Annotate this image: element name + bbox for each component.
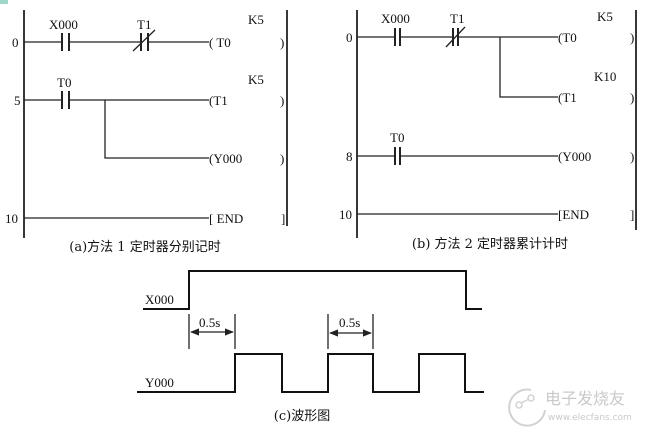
watermark-url: www.elecfans.com	[548, 413, 632, 423]
contact-x000-no	[394, 28, 401, 46]
end-instruction: [END	[558, 207, 589, 222]
contact-t0-no	[394, 147, 401, 165]
contact-label: T1	[450, 11, 464, 26]
y000-waveform	[137, 353, 484, 393]
coil-t1: (T1	[558, 90, 577, 105]
coil-close: )	[280, 93, 284, 108]
preset-k: K10	[594, 69, 616, 84]
corner-mark	[0, 0, 8, 4]
waveform-panel-c: X000 0.5s 0.5s Y000 (c)波形图	[137, 270, 484, 424]
signal-label-x000: X000	[145, 292, 174, 307]
watermark-brand: 电子发烧友	[545, 389, 625, 408]
coil-close: )	[280, 151, 284, 166]
elecfans-watermark: 电子发烧友 www.elecfans.com	[508, 388, 632, 427]
end-instruction: [ END	[209, 211, 243, 226]
rung-0-wire	[357, 36, 558, 98]
preset-k: K5	[248, 12, 264, 27]
rung-number: 0	[346, 30, 353, 45]
coil-y000: (Y000	[209, 151, 242, 166]
coil-t0: ( T0	[209, 35, 231, 50]
contact-label: X000	[49, 17, 78, 32]
contact-x000-no	[61, 33, 70, 51]
interval-ticks	[188, 314, 236, 349]
ladder-panel-b: 0 X000 T1 (T0 ) K5 (T1 ) K10 8 T0 (Y000 …	[339, 9, 637, 252]
contact-t1-nc	[445, 26, 466, 48]
coil-t1: (T1	[209, 93, 228, 108]
end-close: ]	[281, 211, 285, 226]
coil-t0: (T0	[558, 30, 577, 45]
watermark-logo-icon	[508, 388, 546, 427]
caption-b: (b) 方法 2 定时器累计计时	[412, 236, 568, 252]
contact-label: T0	[390, 130, 404, 145]
rung-5-wire	[24, 99, 209, 159]
contact-t1-nc	[132, 29, 156, 52]
interval-label: 0.5s	[339, 315, 360, 330]
coil-close: )	[630, 149, 634, 164]
rung-number: 8	[346, 149, 353, 164]
coil-close: )	[630, 90, 634, 105]
caption-c: (c)波形图	[274, 409, 330, 424]
preset-k: K5	[597, 9, 613, 24]
rung-number: 0	[12, 35, 19, 50]
coil-close: )	[280, 35, 284, 50]
coil-y000: (Y000	[558, 149, 591, 164]
rung-number: 10	[5, 211, 18, 226]
signal-label-y000: Y000	[145, 375, 174, 390]
ladder-panel-a: 0 X000 T1 ( T0 ) K5 5 T0 (T1 ) K5 (Y000 …	[5, 10, 288, 255]
contact-label: T0	[57, 75, 71, 90]
rung-number: 5	[14, 93, 21, 108]
interval-label: 0.5s	[199, 315, 220, 330]
contact-label: T1	[137, 17, 151, 32]
rung-number: 10	[339, 207, 352, 222]
contact-t0-no	[61, 91, 70, 109]
coil-close: )	[630, 30, 634, 45]
end-close: ]	[630, 207, 634, 222]
contact-label: X000	[381, 11, 410, 26]
interval-ticks	[327, 314, 374, 349]
preset-k: K5	[248, 72, 264, 87]
x000-waveform	[143, 270, 482, 310]
caption-a: (a)方法 1 定时器分别记时	[69, 239, 220, 255]
